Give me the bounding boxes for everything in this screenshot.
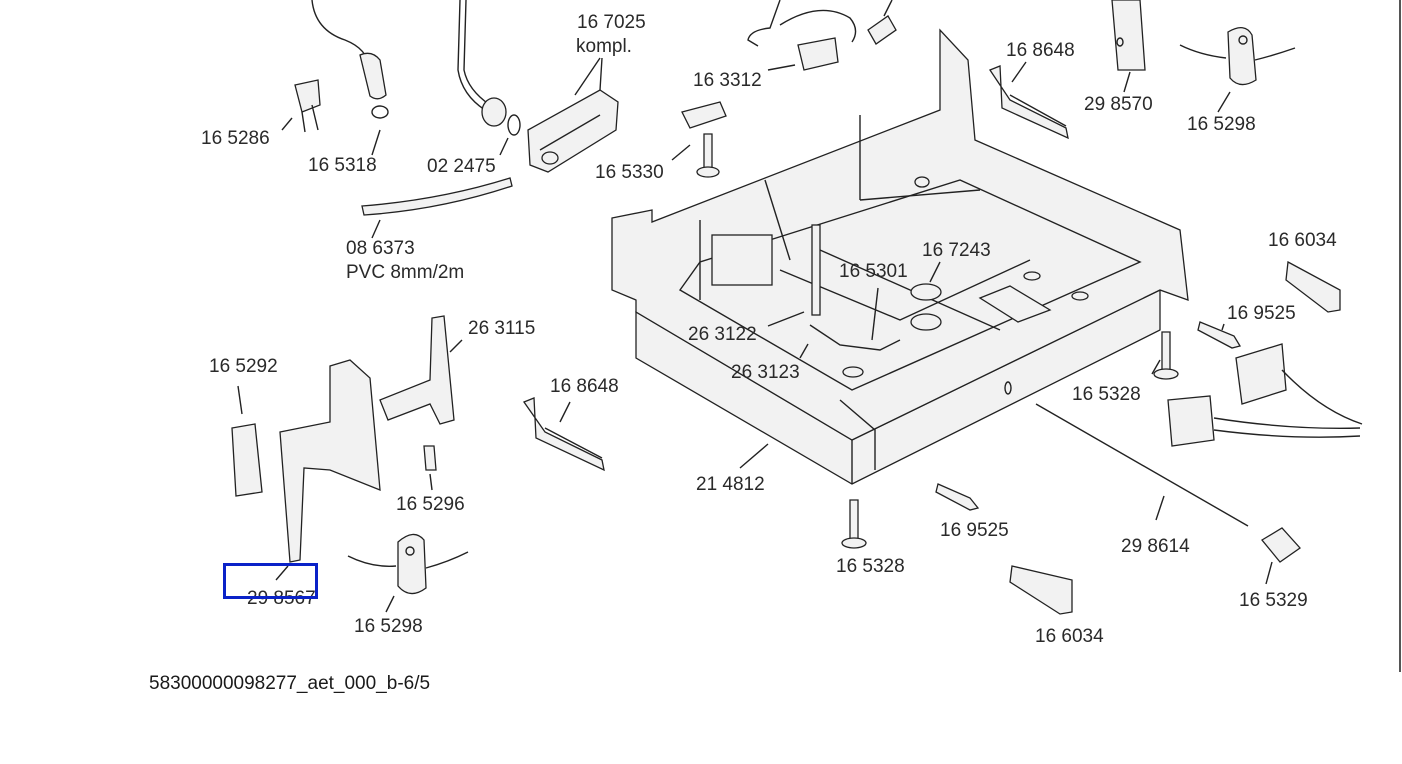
- label-166034-bottom: 16 6034: [1035, 626, 1104, 647]
- label-163312: 16 3312: [693, 70, 762, 91]
- valve-assembly-drawing: [527, 57, 619, 173]
- label-168648-top: 16 8648: [1006, 40, 1075, 61]
- label-165329: 16 5329: [1239, 590, 1308, 611]
- label-169525-bottom: 16 9525: [940, 520, 1009, 541]
- label-263123: 26 3123: [731, 362, 800, 383]
- label-167243: 16 7243: [922, 240, 991, 261]
- label-168648-mid: 16 8648: [550, 376, 619, 397]
- label-298570: 29 8570: [1084, 94, 1153, 115]
- label-pvc: PVC 8mm/2m: [346, 262, 465, 283]
- label-169525-right: 16 9525: [1227, 303, 1296, 324]
- base-tub-drawing: [611, 28, 1189, 485]
- label-263122: 26 3122: [688, 324, 757, 345]
- label-165298-bottom: 16 5298: [354, 616, 423, 637]
- label-022475: 02 2475: [427, 156, 496, 177]
- label-165328-bottom: 16 5328: [836, 556, 905, 577]
- label-214812: 21 4812: [696, 474, 765, 495]
- label-165318: 16 5318: [308, 155, 377, 176]
- label-165292: 16 5292: [209, 356, 278, 377]
- leader-lines: [237, 61, 1273, 613]
- label-165296: 16 5296: [396, 494, 465, 515]
- label-263115: 26 3115: [468, 318, 536, 339]
- label-086373: 08 6373: [346, 238, 415, 259]
- label-166034-right: 16 6034: [1268, 230, 1337, 251]
- label-165328-right: 16 5328: [1072, 384, 1141, 405]
- diagram-caption: 58300000098277_aet_000_b-6/5: [149, 673, 431, 694]
- label-165301: 16 5301: [839, 261, 908, 282]
- label-165330: 16 5330: [595, 162, 664, 183]
- selection-highlight-box[interactable]: [223, 563, 318, 599]
- hoses-drawing: [294, 0, 521, 216]
- label-298614: 29 8614: [1121, 536, 1190, 557]
- label-165286: 16 5286: [201, 128, 270, 149]
- label-165298-top: 16 5298: [1187, 114, 1256, 135]
- label-167025: 16 7025: [577, 12, 646, 33]
- label-kompl: kompl.: [576, 36, 632, 57]
- small-parts-drawing: [231, 0, 1363, 615]
- right-frame-border: [1399, 0, 1401, 672]
